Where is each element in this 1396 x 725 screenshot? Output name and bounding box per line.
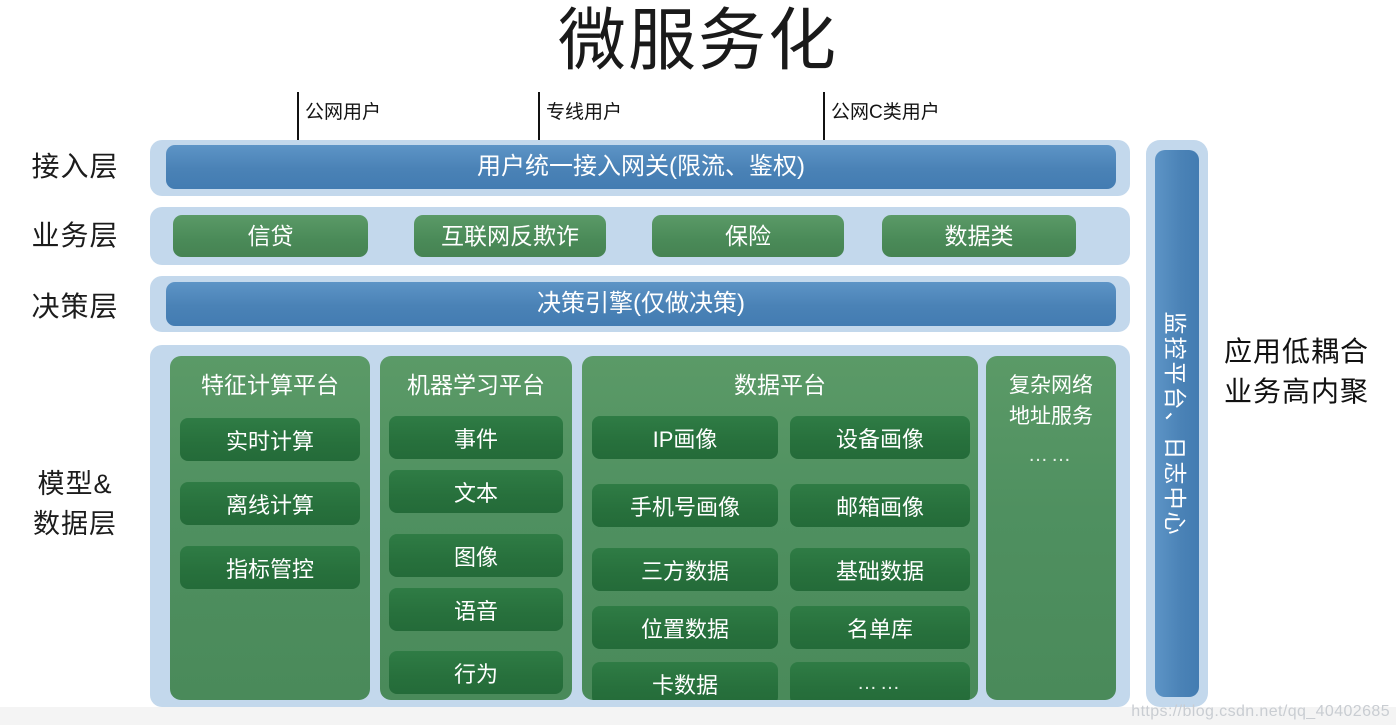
tile-realtime-compute[interactable]: 实时计算 (180, 418, 360, 461)
entry-arrow-label-3: 公网C类用户 (831, 102, 940, 123)
bottom-strip (0, 707, 1396, 725)
entry-arrow-label-1: 公网用户 (305, 102, 382, 123)
tile-text[interactable]: 文本 (389, 470, 563, 513)
tile-namelist-db[interactable]: 名单库 (790, 606, 970, 649)
platform-title-line2: 地址服务 (1009, 405, 1093, 428)
watermark: https://blog.csdn.net/qq_40402685 (1131, 703, 1390, 720)
tile-metric-control[interactable]: 指标管控 (180, 546, 360, 589)
platform-feature-computing[interactable]: 特征计算平台 实时计算 离线计算 指标管控 (170, 356, 370, 700)
business-item-antifraud[interactable]: 互联网反欺诈 (414, 215, 606, 257)
tile-thirdparty-data[interactable]: 三方数据 (592, 548, 778, 591)
layer-label-access: 接入层 (31, 151, 119, 182)
tile-basic-data[interactable]: 基础数据 (790, 548, 970, 591)
entry-arrow-label-2: 专线用户 (546, 102, 623, 123)
layer-label-model-data-line1: 模型& (37, 469, 113, 499)
platform-title-feature-computing: 特征计算平台 (201, 372, 339, 398)
platform-title-line1: 复杂网络 (1009, 374, 1093, 397)
tile-card-data[interactable]: 卡数据 (592, 662, 778, 700)
platform-machine-learning[interactable]: 机器学习平台 事件 文本 图像 语音 行为 (380, 356, 572, 700)
monitoring-bar[interactable]: 监控平台、日志中心 (1155, 150, 1199, 697)
page-title: 微服务化 (557, 3, 838, 79)
side-note: 应用低耦合 业务高内聚 (1224, 332, 1369, 412)
monitoring-bar-label: 监控平台、日志中心 (1162, 311, 1188, 536)
side-note-line1: 应用低耦合 (1224, 336, 1370, 367)
tile-device-profile[interactable]: 设备画像 (790, 416, 970, 459)
tile-location-data[interactable]: 位置数据 (592, 606, 778, 649)
tile-voice[interactable]: 语音 (389, 588, 563, 631)
tile-event[interactable]: 事件 (389, 416, 563, 459)
layer-label-model-data: 模型& 数据层 (8, 464, 142, 544)
side-note-line2: 业务高内聚 (1224, 376, 1370, 407)
platform-title-complex-network-address: 复杂网络 地址服务 …… (986, 370, 1116, 471)
platform-title-machine-learning: 机器学习平台 (407, 372, 545, 398)
platform-title-data: 数据平台 (734, 372, 826, 398)
layer-label-model-data-line2: 数据层 (33, 509, 117, 539)
business-item-data[interactable]: 数据类 (882, 215, 1076, 257)
platform-title-line3: …… (1028, 444, 1074, 466)
tile-offline-compute[interactable]: 离线计算 (180, 482, 360, 525)
tile-image[interactable]: 图像 (389, 534, 563, 577)
decision-engine-box[interactable]: 决策引擎(仅做决策) (166, 282, 1116, 326)
platform-complex-network-address[interactable]: 复杂网络 地址服务 …… (986, 356, 1116, 700)
business-item-credit[interactable]: 信贷 (173, 215, 368, 257)
tile-behavior[interactable]: 行为 (389, 651, 563, 694)
layer-label-decision: 决策层 (31, 291, 119, 322)
gateway-box[interactable]: 用户统一接入网关(限流、鉴权) (166, 145, 1116, 189)
tile-email-profile[interactable]: 邮箱画像 (790, 484, 970, 527)
business-item-insurance[interactable]: 保险 (652, 215, 844, 257)
tile-data-more[interactable]: …… (790, 662, 970, 700)
tile-ip-profile[interactable]: IP画像 (592, 416, 778, 459)
layer-label-business: 业务层 (31, 220, 119, 251)
platform-data[interactable]: 数据平台 IP画像 手机号画像 三方数据 位置数据 卡数据 设备画像 邮箱画像 … (582, 356, 978, 700)
tile-phone-profile[interactable]: 手机号画像 (592, 484, 778, 527)
